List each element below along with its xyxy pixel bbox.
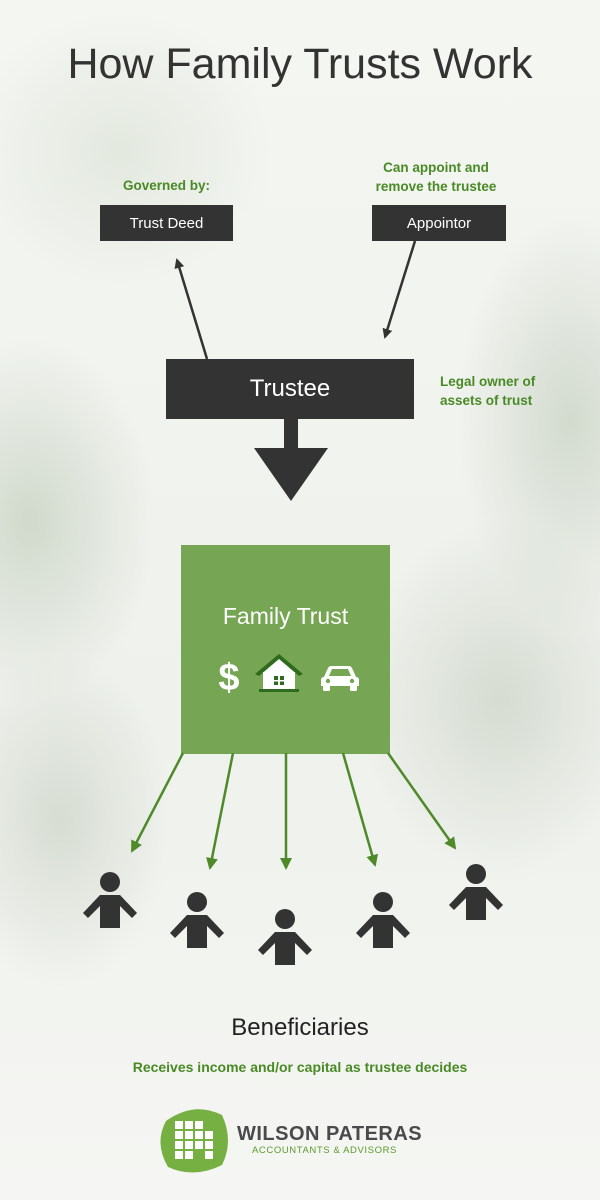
person-icon	[258, 909, 312, 965]
person-icon	[356, 892, 410, 948]
person-icon	[83, 872, 137, 928]
trustee-note: Legal owner of assets of trust	[440, 372, 560, 410]
trustee-label: Trustee	[249, 375, 331, 402]
appointor-note-line1: Can appoint and	[383, 160, 489, 175]
logo-tagline: ACCOUNTANTS & ADVISORS	[252, 1145, 397, 1156]
beneficiaries-note: Receives income and/or capital as truste…	[132, 1059, 468, 1075]
asset-icons: $	[218, 654, 359, 699]
page-title: How Family Trusts Work	[67, 40, 533, 88]
beneficiary-arrow	[386, 752, 457, 850]
person-icon	[170, 892, 224, 948]
trustee-note-line2: assets of trust	[440, 393, 533, 408]
beneficiary-arrow	[341, 752, 379, 867]
trust-deed-box: Trust Deed	[100, 205, 233, 241]
house-icon	[255, 654, 303, 692]
beneficiary-arrow	[206, 752, 235, 870]
trustee-to-deed-arrow	[174, 258, 209, 360]
appointor-box: Appointor	[372, 205, 506, 241]
appointor-label: Appointor	[406, 214, 472, 232]
beneficiary-arrow	[130, 752, 185, 853]
logo-name: WILSON PATERAS	[237, 1123, 423, 1145]
trustee-note-line1: Legal owner of	[440, 374, 536, 389]
beneficiary-arrows	[130, 752, 457, 870]
appointor-to-trustee-arrow	[382, 240, 417, 339]
beneficiaries-label: Beneficiaries	[231, 1014, 369, 1041]
trust-deed-label: Trust Deed	[129, 214, 204, 232]
family-trust-box: Family Trust $	[181, 545, 390, 754]
car-icon	[321, 666, 359, 691]
wilson-pateras-logo-icon	[160, 1109, 228, 1173]
appointor-note: Can appoint and remove the trustee	[350, 158, 522, 196]
beneficiary-figures	[83, 864, 503, 965]
trustee-box: Trustee	[166, 359, 414, 419]
trust-deed-note: Governed by:	[122, 178, 211, 193]
family-trust-label: Family Trust	[222, 603, 349, 629]
appointor-note-line2: remove the trustee	[375, 179, 497, 194]
person-icon	[449, 864, 503, 920]
trustee-to-trust-arrow	[254, 419, 328, 501]
dollar-icon: $	[218, 657, 239, 699]
